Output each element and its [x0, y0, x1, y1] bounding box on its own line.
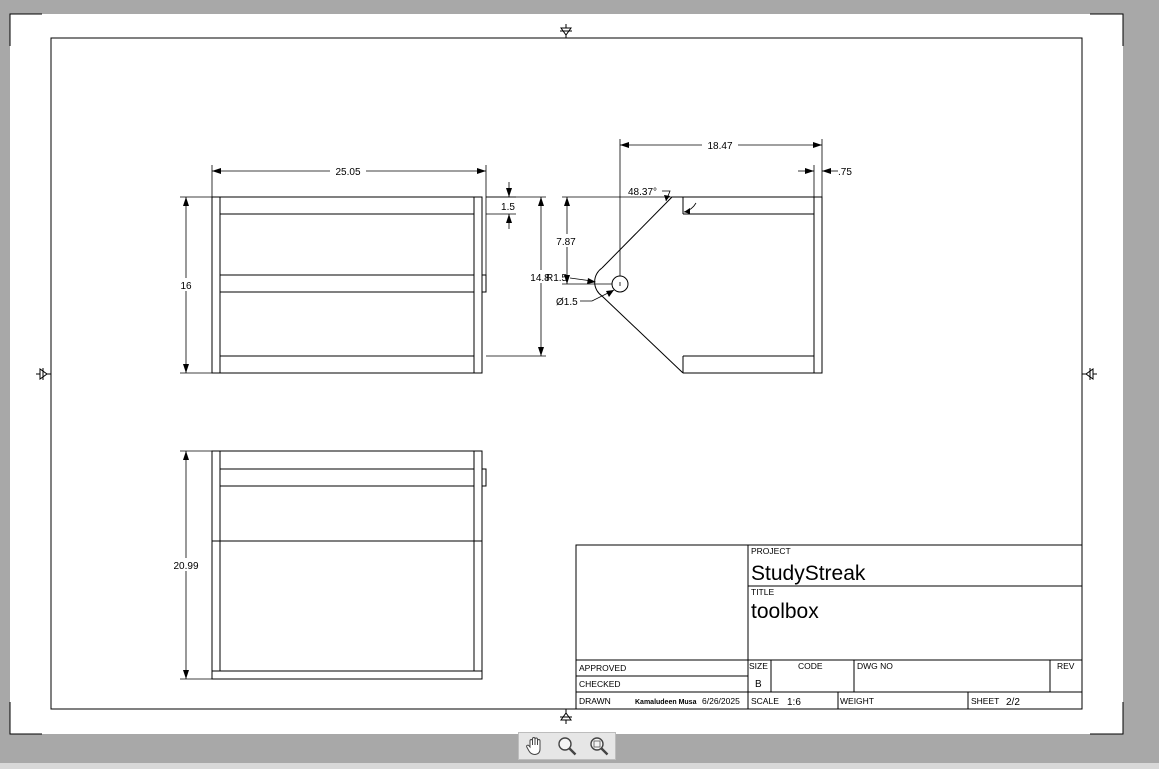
status-strip [0, 763, 1159, 769]
dwg-no-label: DWG NO [857, 661, 893, 671]
dim-side-thickness: .75 [838, 167, 852, 178]
dim-top-depth: 20.99 [173, 561, 198, 572]
project-name: StudyStreak [751, 562, 866, 585]
drawn-label: DRAWN [579, 696, 611, 706]
dim-hole-diameter: Ø1.5 [556, 297, 578, 308]
front-dimensions: 25.05 16 1.5 14.8 [176, 164, 552, 374]
title-label: TITLE [751, 587, 774, 597]
dim-front-height: 16 [180, 281, 192, 292]
project-label: PROJECT [751, 546, 791, 556]
top-dimensions: 20.99 [170, 450, 212, 680]
dim-front-width: 25.05 [335, 167, 360, 178]
top-view [211, 450, 487, 680]
rev-label: REV [1057, 661, 1075, 671]
centering-marks [36, 24, 1097, 724]
sheet-value: 2/2 [1006, 697, 1020, 708]
dim-side-depth: 18.47 [707, 141, 732, 152]
size-value: B [755, 679, 762, 690]
dim-radius: R1.5 [546, 273, 568, 284]
zoom-button[interactable] [554, 734, 580, 758]
drawn-by-signature: Kamaludeen Musa [635, 699, 697, 706]
dim-angle: 48.37° [628, 187, 657, 198]
dim-side-height: 14.8 [530, 273, 550, 284]
sheet-label: SHEET [971, 696, 999, 706]
checked-label: CHECKED [579, 679, 621, 689]
scale-label: SCALE [751, 696, 779, 706]
scale-value: 1:6 [787, 697, 801, 708]
drawn-date: 6/26/2025 [702, 696, 740, 706]
front-view [211, 196, 487, 374]
drawing-title: toolbox [751, 600, 819, 623]
weight-label: WEIGHT [840, 696, 874, 706]
hand-icon [526, 736, 541, 756]
view-toolbar [518, 732, 616, 760]
code-label: CODE [798, 661, 823, 671]
zoom-extents-button[interactable] [586, 734, 612, 758]
title-block: PROJECT StudyStreak TITLE toolbox APPROV… [575, 544, 1083, 710]
approved-label: APPROVED [579, 663, 626, 673]
size-label: SIZE [749, 661, 768, 671]
pan-button[interactable] [522, 734, 548, 758]
zoom-extents-icon [590, 737, 609, 756]
zoom-icon [558, 737, 577, 756]
dim-hole-offset: 7.87 [556, 237, 576, 248]
side-dimensions: 18.47 .75 48.37° 7.87 R1.5 Ø1.5 [546, 138, 852, 308]
corner-marks [9, 13, 1124, 735]
side-view [594, 196, 823, 374]
dim-rail: 1.5 [501, 202, 515, 213]
